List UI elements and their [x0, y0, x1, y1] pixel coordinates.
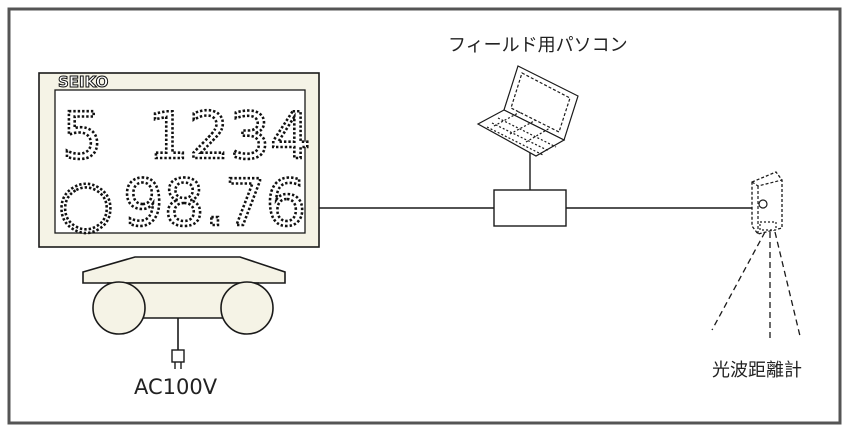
- display-digit-row1-left: 5: [62, 100, 103, 174]
- laptop-icon: [476, 65, 579, 157]
- display-brand: SEIKO: [58, 73, 108, 91]
- display-digit-row2-left: ○: [58, 167, 114, 241]
- field-pc-label: フィールド用パソコン: [448, 35, 628, 56]
- power-plug-icon: [171, 318, 185, 369]
- right-wheel: [220, 281, 274, 335]
- scoreboard-display: SEIKO 5 1234 ○ 98.76: [38, 72, 320, 335]
- display-stand: [82, 256, 286, 284]
- power-label: AC100V: [134, 375, 218, 399]
- display-digit-row2-right: 98.76: [123, 167, 306, 241]
- display-digit-row1-right: 1234: [148, 100, 311, 174]
- display-screen: [54, 89, 306, 234]
- tripod-edm-icon: [711, 171, 801, 342]
- edm-label: 光波距離計: [712, 360, 802, 381]
- junction-box-icon: [493, 189, 567, 227]
- left-wheel: [92, 281, 146, 335]
